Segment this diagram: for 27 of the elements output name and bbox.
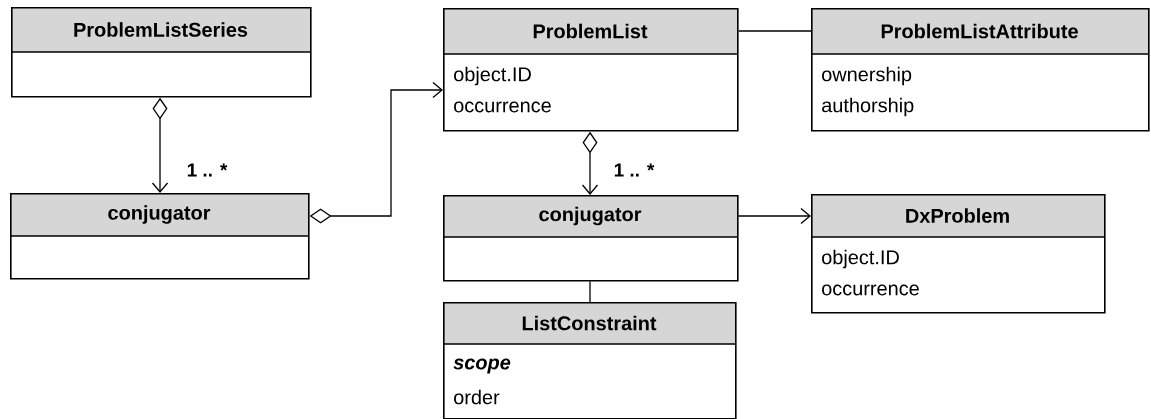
attribute-text: authorship xyxy=(822,97,914,117)
multiplicity-label: 1 .. * xyxy=(612,162,656,178)
attribute-text: scope xyxy=(453,358,511,374)
class-box xyxy=(9,193,310,280)
attribute-text: object.ID xyxy=(454,66,531,86)
attribute-text: occurrence xyxy=(454,101,551,113)
class-box xyxy=(442,8,739,132)
class-name: ListConstraint xyxy=(522,315,657,331)
multiplicity-label: 1 .. * xyxy=(185,162,229,178)
class-box xyxy=(442,195,739,282)
association-line xyxy=(737,207,811,225)
class-box xyxy=(10,7,312,98)
class-name: ProblemList xyxy=(533,23,648,39)
attribute-text: ownership xyxy=(822,66,912,86)
attribute-text: order xyxy=(454,389,500,405)
class-name: conjugator xyxy=(108,205,211,224)
class-name: conjugator xyxy=(539,206,642,226)
class-name: ProblemListSeries xyxy=(74,22,248,37)
class-name: DxProblem xyxy=(906,208,1009,223)
class-box xyxy=(810,194,1106,314)
class-box xyxy=(442,302,737,419)
association-line xyxy=(737,30,812,32)
class-name: ProblemListAttribute xyxy=(881,23,1078,39)
attribute-text: occurrence xyxy=(822,284,919,296)
association-line xyxy=(589,280,591,303)
attribute-text: object.ID xyxy=(822,249,899,269)
class-box xyxy=(810,8,1150,132)
